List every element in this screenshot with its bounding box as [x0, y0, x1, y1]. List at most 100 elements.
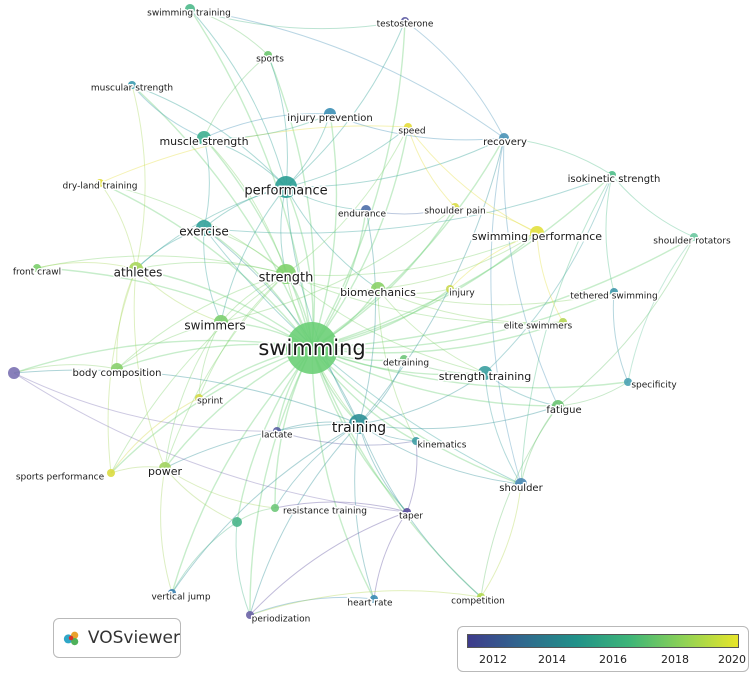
edge-swimmers-power	[164, 321, 222, 469]
node-sports[interactable]	[264, 51, 272, 59]
label-training: training	[332, 420, 386, 436]
node-sports-performance[interactable]	[107, 469, 115, 477]
edge-strength-training-fatigue	[484, 372, 559, 407]
node-swimmers[interactable]	[214, 315, 228, 329]
edge-competition-periodization	[249, 590, 482, 616]
node-lactate[interactable]	[273, 427, 281, 435]
node-injury[interactable]	[446, 285, 454, 293]
label-injury: injury	[449, 289, 475, 299]
edge-strength-body-composition	[116, 273, 287, 370]
node-recovery[interactable]	[499, 133, 509, 143]
node-dry-land-training[interactable]	[96, 179, 104, 187]
node-biomechanics[interactable]	[371, 282, 385, 296]
node-specificity[interactable]	[624, 378, 632, 386]
label-power: power	[148, 465, 182, 478]
edge-swimming-front-crawl	[36, 267, 313, 349]
edge-performance-training	[285, 186, 360, 425]
node-muscle-strength[interactable]	[197, 131, 211, 145]
label-shoulder-pain: shoulder pain	[424, 207, 485, 217]
edge-swimming-periodization	[249, 347, 313, 616]
node-training[interactable]	[349, 414, 369, 434]
node-athletes[interactable]	[129, 262, 143, 276]
node-swimming-training[interactable]	[185, 4, 195, 14]
node-endurance[interactable]	[361, 205, 371, 215]
label-biomechanics: biomechanics	[340, 286, 416, 299]
edge-competition-shoulder	[480, 483, 522, 598]
edge-biomechanics-strength-training	[377, 288, 486, 374]
edge-fatigue-competition	[480, 405, 559, 598]
edge-endurance-shoulder-pain	[365, 206, 456, 215]
node-injury-prevention[interactable]	[324, 108, 336, 120]
node-elite-swimmers[interactable]	[559, 318, 567, 326]
edge-sports-muscle-strength	[203, 54, 269, 139]
edge-swimming-training-testosterone	[189, 8, 406, 30]
node-strength-training[interactable]	[478, 366, 492, 380]
label-athletes: athletes	[114, 266, 163, 280]
edge-athletes-front-crawl	[36, 262, 137, 270]
node-green-dot[interactable]	[232, 517, 242, 527]
node-front-crawl[interactable]	[33, 264, 41, 272]
edge-isokinetic-strength-shoulder-rotators	[611, 174, 695, 238]
node-resistance-training[interactable]	[271, 504, 279, 512]
node-body-composition[interactable]	[111, 363, 123, 375]
edge-swimming-performance-injury	[449, 232, 538, 290]
edge-exercise-swimmers	[203, 227, 222, 323]
node-periodization[interactable]	[246, 611, 254, 619]
node-power[interactable]	[159, 462, 171, 474]
node-speed[interactable]	[404, 123, 412, 131]
label-strength-training: strength training	[439, 370, 531, 383]
node-performance[interactable]	[275, 176, 297, 198]
label-swimming-performance: swimming performance	[472, 230, 602, 243]
node-muscular-strength[interactable]	[128, 81, 136, 89]
label-elite-swimmers: elite swimmers	[504, 322, 573, 332]
node-detraining[interactable]	[400, 355, 408, 363]
edge-strength-dry-land-training	[99, 182, 287, 275]
edge-training-power	[164, 423, 360, 469]
node-vertical-jump[interactable]	[168, 589, 176, 597]
edge-athletes-dry-land-training	[99, 182, 137, 270]
edge-taper-periodization	[249, 511, 408, 616]
node-shoulder-rotators[interactable]	[690, 233, 698, 241]
label-dry-land-training: dry-land training	[63, 182, 138, 192]
node-purple-dot[interactable]	[8, 367, 20, 379]
edge-training-resistance-training	[274, 423, 360, 509]
edge-swimming-swimming-training	[189, 8, 313, 349]
edge-performance-muscular-strength	[131, 84, 287, 188]
edge-swimming-sports-performance	[110, 347, 313, 474]
node-shoulder-pain[interactable]	[451, 203, 459, 211]
node-tethered-swimming[interactable]	[610, 288, 618, 296]
edge-strength-front-crawl	[36, 255, 287, 275]
node-heart-rate[interactable]	[370, 595, 378, 603]
label-lactate: lactate	[261, 431, 293, 441]
edge-taper-resistance-training	[274, 501, 408, 513]
label-shoulder: shoulder	[499, 483, 543, 494]
node-swimming-performance[interactable]	[530, 226, 544, 240]
node-isokinetic-strength[interactable]	[608, 171, 616, 179]
label-tethered-swimming: tethered swimming	[570, 292, 657, 302]
node-competition[interactable]	[477, 593, 485, 601]
label-strength: strength	[259, 271, 314, 286]
edge-green-dot-periodization	[235, 521, 251, 616]
node-sprint[interactable]	[195, 394, 203, 402]
node-exercise[interactable]	[196, 220, 212, 236]
node-fatigue[interactable]	[552, 400, 564, 412]
label-competition: competition	[451, 597, 505, 607]
edge-training-strength-training	[358, 372, 486, 425]
node-kinematics[interactable]	[412, 437, 420, 445]
edge-swimming-fatigue	[311, 347, 559, 407]
node-strength[interactable]	[276, 264, 296, 284]
edge-swimming-injury-prevention	[311, 113, 338, 349]
edge-strength-athletes	[135, 261, 287, 275]
node-testosterone[interactable]	[401, 17, 409, 25]
edge-biomechanics-swimming-performance	[377, 232, 538, 290]
node-shoulder[interactable]	[515, 478, 527, 490]
edge-performance-speed	[285, 126, 409, 188]
edge-isokinetic-strength-recovery	[503, 137, 613, 176]
node-taper[interactable]	[403, 508, 411, 516]
node-swimming[interactable]	[286, 322, 338, 374]
edge-muscular-strength-muscle-strength	[131, 84, 205, 139]
label-layer: swimmingperformancestrengthtrainingswimm…	[11, 7, 732, 626]
legend-tick-2012: 2012	[479, 653, 507, 666]
edge-athletes-body-composition	[116, 268, 137, 370]
edge-swimming-performance-shoulder-pain	[454, 206, 538, 234]
